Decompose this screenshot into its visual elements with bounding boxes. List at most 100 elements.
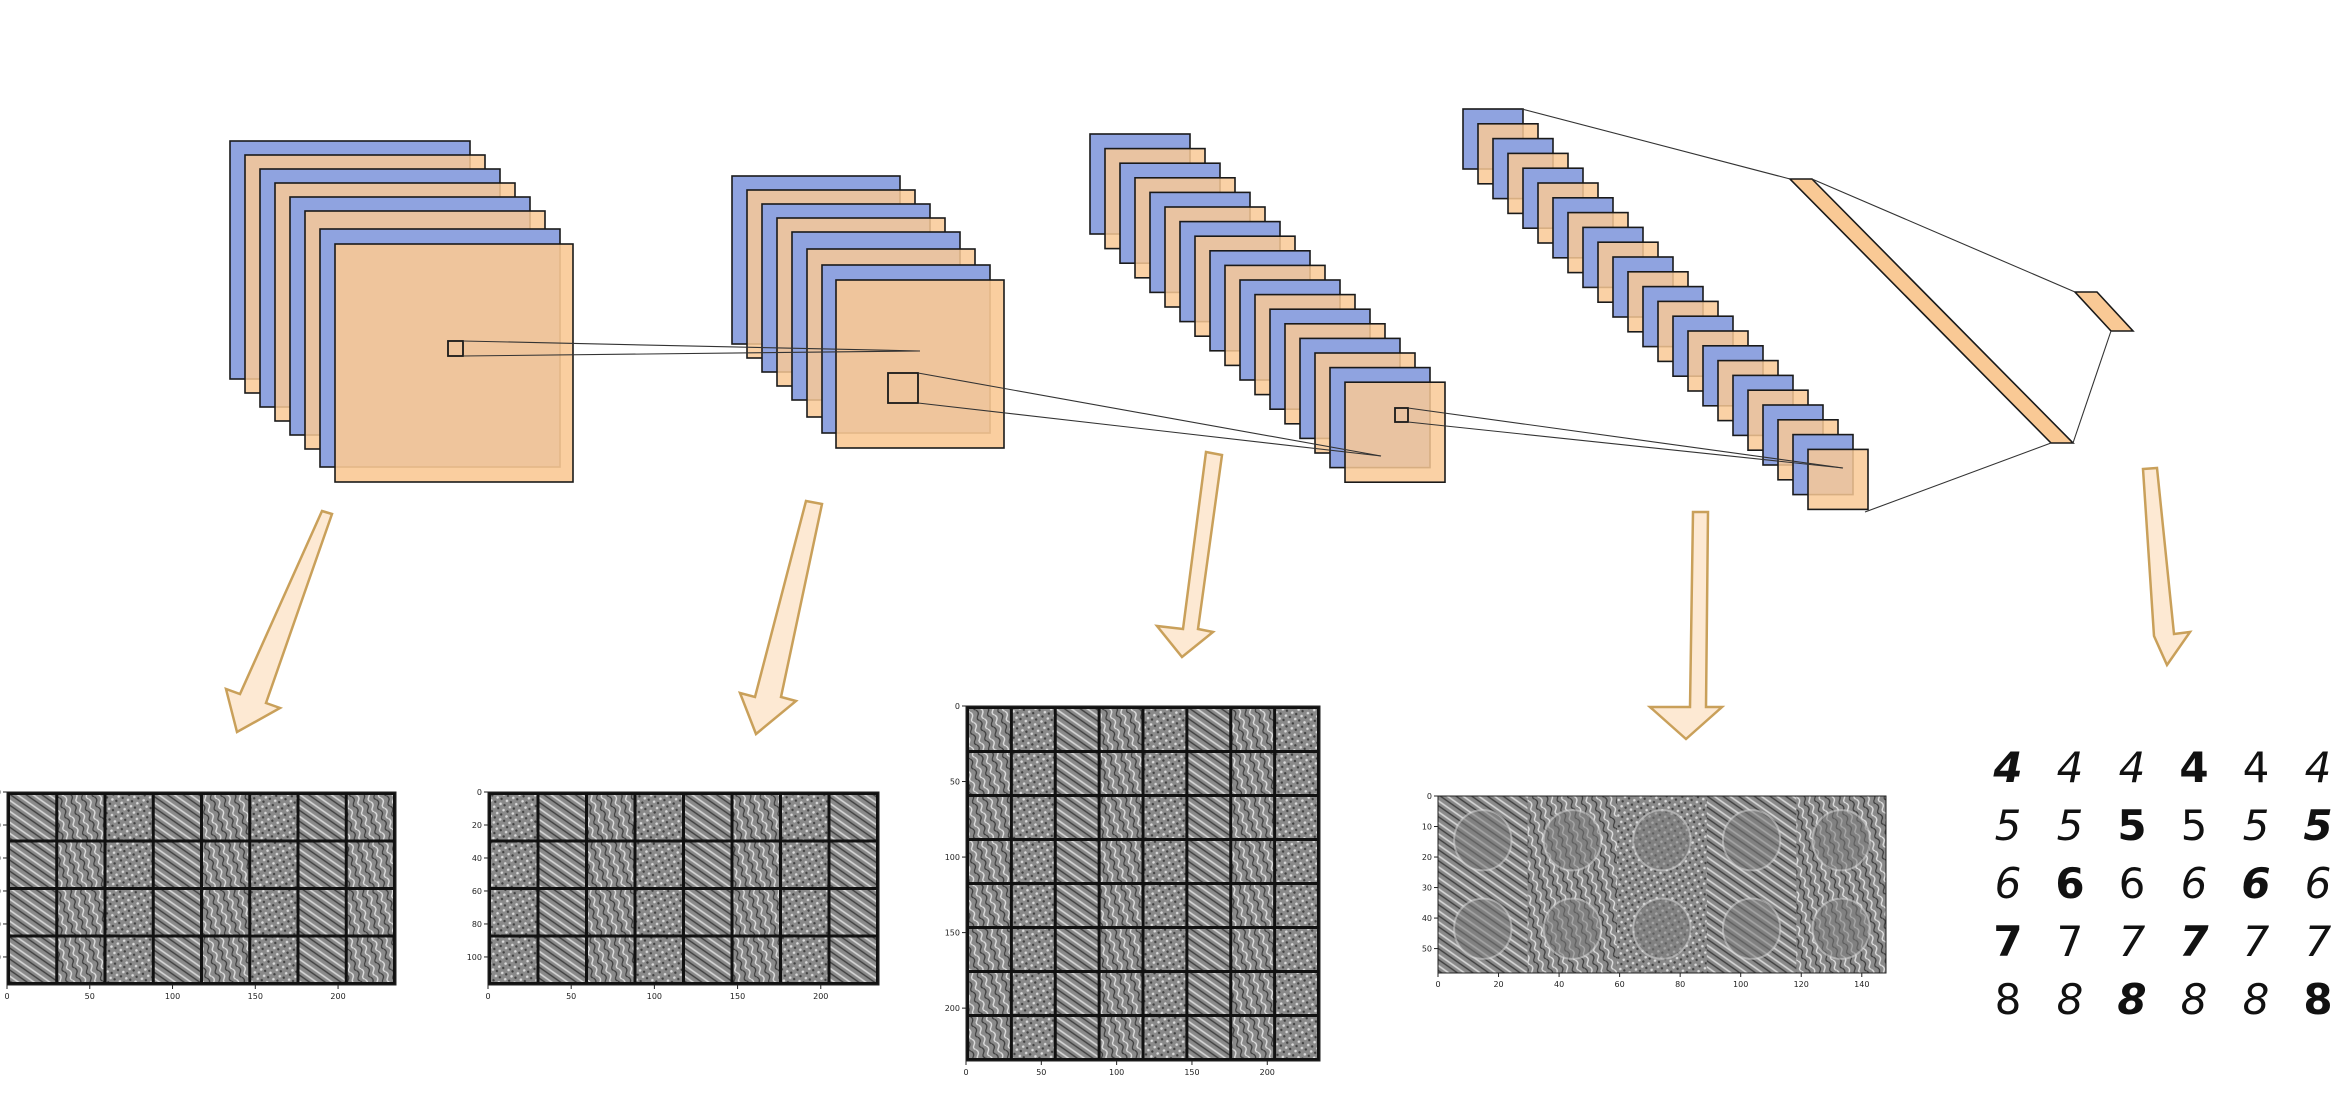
conv-layer-2-stack — [731, 175, 1005, 449]
filter-blob — [1632, 897, 1692, 960]
y-tick-label: 80 — [0, 920, 1, 929]
filter-cell — [539, 795, 585, 840]
filter-blob — [1542, 897, 1603, 960]
x-tick-label: 100 — [165, 992, 180, 1001]
filter-cell — [685, 890, 731, 935]
filter-blob — [1542, 809, 1603, 872]
x-tick-label: 150 — [730, 992, 745, 1001]
filter-cell — [969, 929, 1010, 970]
filter-cell — [1188, 973, 1230, 1014]
filter-cell — [830, 890, 876, 935]
output-digit: 8 — [2181, 975, 2208, 1024]
y-tick-label: 40 — [0, 854, 1, 863]
filter-cell — [1232, 885, 1274, 926]
filter-cell — [588, 890, 634, 935]
x-tick-label: 0 — [1435, 980, 1440, 989]
filter-cell — [1232, 797, 1274, 838]
filter-cell — [491, 842, 537, 887]
dense-layer-2 — [2073, 291, 2135, 332]
down-arrow — [1646, 510, 1726, 741]
feature-map — [334, 243, 574, 483]
dense-layer-1 — [1788, 178, 2075, 444]
filter-cell — [1276, 885, 1317, 926]
down-arrow — [737, 499, 824, 737]
output-digit: 6 — [1995, 859, 2022, 908]
output-digit: 5 — [2057, 801, 2084, 850]
connection-line — [462, 340, 921, 352]
output-digit: 5 — [2243, 801, 2270, 850]
filter-cell — [1056, 709, 1098, 750]
x-tick-label: 80 — [1675, 980, 1685, 989]
filter-cell — [154, 842, 200, 887]
filter-cell — [1100, 973, 1142, 1014]
filter-cell — [1100, 841, 1142, 882]
filter-cell — [1012, 753, 1054, 794]
y-tick-label: 100 — [0, 953, 1, 962]
filter-cell — [1276, 1017, 1317, 1058]
panel-frame — [487, 791, 880, 986]
output-digit: 7 — [2057, 917, 2084, 966]
filter-cell — [1100, 1017, 1142, 1058]
x-tick-label: 200 — [813, 992, 828, 1001]
y-tick-label: 100 — [467, 953, 482, 962]
filter-cell — [969, 973, 1010, 1014]
filter-blob — [1721, 897, 1782, 960]
filter-cell — [251, 937, 297, 982]
x-tick-label: 50 — [85, 992, 95, 1001]
connection-line — [462, 350, 921, 357]
filter-cell — [539, 890, 585, 935]
filter-blob — [1811, 897, 1871, 960]
connection-line — [1407, 407, 1844, 469]
filter-cell — [299, 937, 345, 982]
filter-cell — [1144, 709, 1186, 750]
down-arrow — [2141, 466, 2193, 668]
receptive-field — [887, 372, 919, 404]
filter-blob — [1453, 897, 1513, 960]
receptive-field — [1394, 407, 1409, 423]
filter-cell — [1232, 929, 1274, 970]
output-digit: 4 — [2057, 743, 2084, 792]
x-tick-label: 20 — [1493, 980, 1503, 989]
filter-cell — [10, 890, 56, 935]
filter-cell — [1188, 1017, 1230, 1058]
filter-cell — [106, 937, 152, 982]
filter-cell — [782, 842, 828, 887]
filter-cell — [203, 890, 249, 935]
filter-cell — [685, 795, 731, 840]
y-tick-label: 80 — [472, 920, 482, 929]
x-tick-label: 0 — [485, 992, 490, 1001]
filter-cell — [1232, 753, 1274, 794]
filter-cell — [203, 842, 249, 887]
y-tick-label: 0 — [477, 788, 482, 797]
filter-cell — [1056, 929, 1098, 970]
x-tick-label: 100 — [647, 992, 662, 1001]
filter-cell — [1276, 841, 1317, 882]
filter-cell — [588, 937, 634, 982]
filter-cell — [347, 890, 393, 935]
filter-cell — [347, 937, 393, 982]
filter-cell — [969, 885, 1010, 926]
filter-cell — [1144, 753, 1186, 794]
filter-cell — [1144, 797, 1186, 838]
output-digit: 8 — [2057, 975, 2084, 1024]
filter-cell — [251, 795, 297, 840]
filter-cell — [782, 795, 828, 840]
filter-cell — [1056, 1017, 1098, 1058]
output-digit: 7 — [2305, 917, 2332, 966]
filter-blob — [1721, 809, 1782, 872]
y-tick-label: 200 — [945, 1004, 960, 1013]
x-tick-label: 120 — [1794, 980, 1809, 989]
filter-cell — [733, 842, 779, 887]
filter-cell — [1276, 797, 1317, 838]
filter-cell — [1144, 973, 1186, 1014]
filter-cell — [1012, 885, 1054, 926]
filter-cell — [203, 795, 249, 840]
output-digit: 8 — [2117, 975, 2146, 1024]
output-digit: 8 — [2303, 975, 2332, 1024]
filter-cell — [154, 795, 200, 840]
filter-cell — [969, 797, 1010, 838]
x-tick-label: 100 — [1109, 1068, 1124, 1077]
filter-cell — [154, 890, 200, 935]
